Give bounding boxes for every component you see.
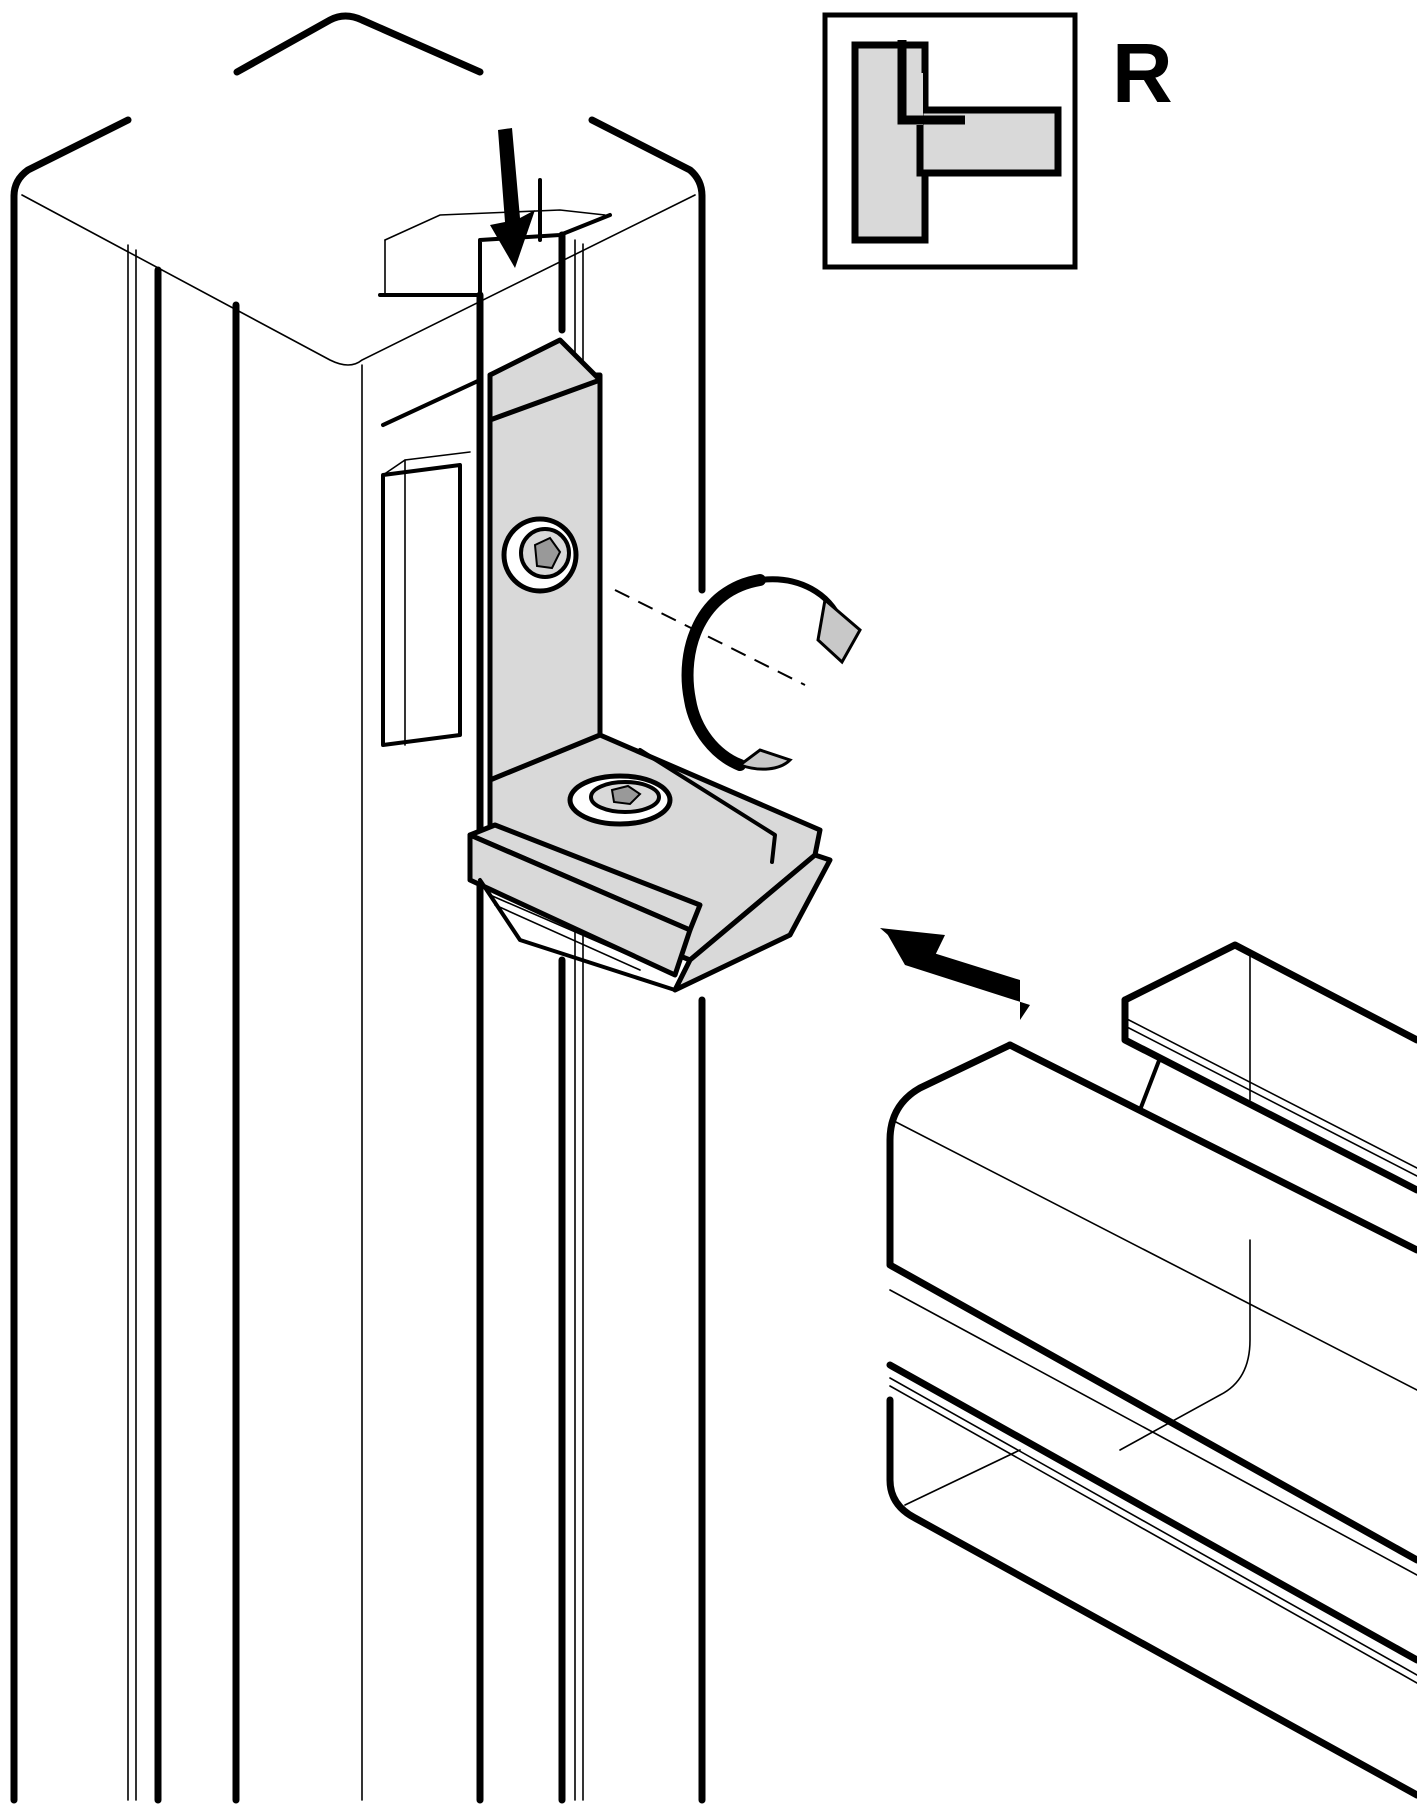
profile-end-inner-line — [904, 1449, 1021, 1506]
arrow-down-icon — [490, 128, 542, 268]
bracket-tnut-side — [672, 852, 833, 993]
profile-groove-line — [889, 1377, 1417, 1676]
bracket-underside-line — [494, 904, 641, 971]
t-nut-front — [381, 463, 462, 747]
profile-top-right-edge — [588, 116, 706, 200]
lower-screw-hex-socket — [610, 784, 642, 806]
profile-slot-front — [1121, 996, 1417, 1194]
legend-letter: R — [1112, 26, 1173, 120]
profile-groove-line — [889, 1385, 1417, 1684]
profile-top-left-edge — [10, 116, 132, 200]
profile-slot-line — [1124, 1025, 1417, 1177]
profile-top-edge — [1006, 1041, 1417, 1254]
angle-bracket — [467, 337, 833, 993]
profile-slot-neck — [1138, 1056, 1162, 1112]
right-angle-bracket-icon — [851, 40, 1062, 244]
legend-box: R — [822, 12, 1173, 270]
profile-slot-line — [1124, 1017, 1417, 1169]
profile-groove-edge — [886, 1361, 1417, 1664]
horizontal-profile — [886, 941, 1417, 1799]
profile-end-lower-contour — [886, 1396, 1417, 1799]
profile-end-upper-contour — [886, 1041, 1417, 1564]
rotate-clockwise-icon — [681, 574, 862, 771]
profile-hidden-line — [1119, 1239, 1251, 1451]
slot-opening — [378, 213, 612, 297]
profile-top-front-edge — [21, 194, 696, 366]
profile-face-line — [889, 1289, 1417, 1576]
slot-inner-wall — [381, 378, 482, 842]
profile-top-back-edge — [233, 12, 484, 76]
rotation-axis — [614, 589, 806, 686]
arrow-left-icon — [880, 928, 1030, 1020]
bracket-groove-edge — [638, 748, 777, 864]
upper-screw-hex-socket — [533, 536, 562, 570]
slot-t-nut — [381, 378, 482, 842]
bracket-underside — [478, 878, 677, 992]
bracket-underside-line — [489, 894, 641, 961]
profile-slot-top — [1121, 941, 1417, 1044]
bracket-tnut-front — [467, 832, 693, 978]
slot-opening-back — [384, 209, 606, 241]
profile-top-face-line — [891, 1119, 1417, 1391]
